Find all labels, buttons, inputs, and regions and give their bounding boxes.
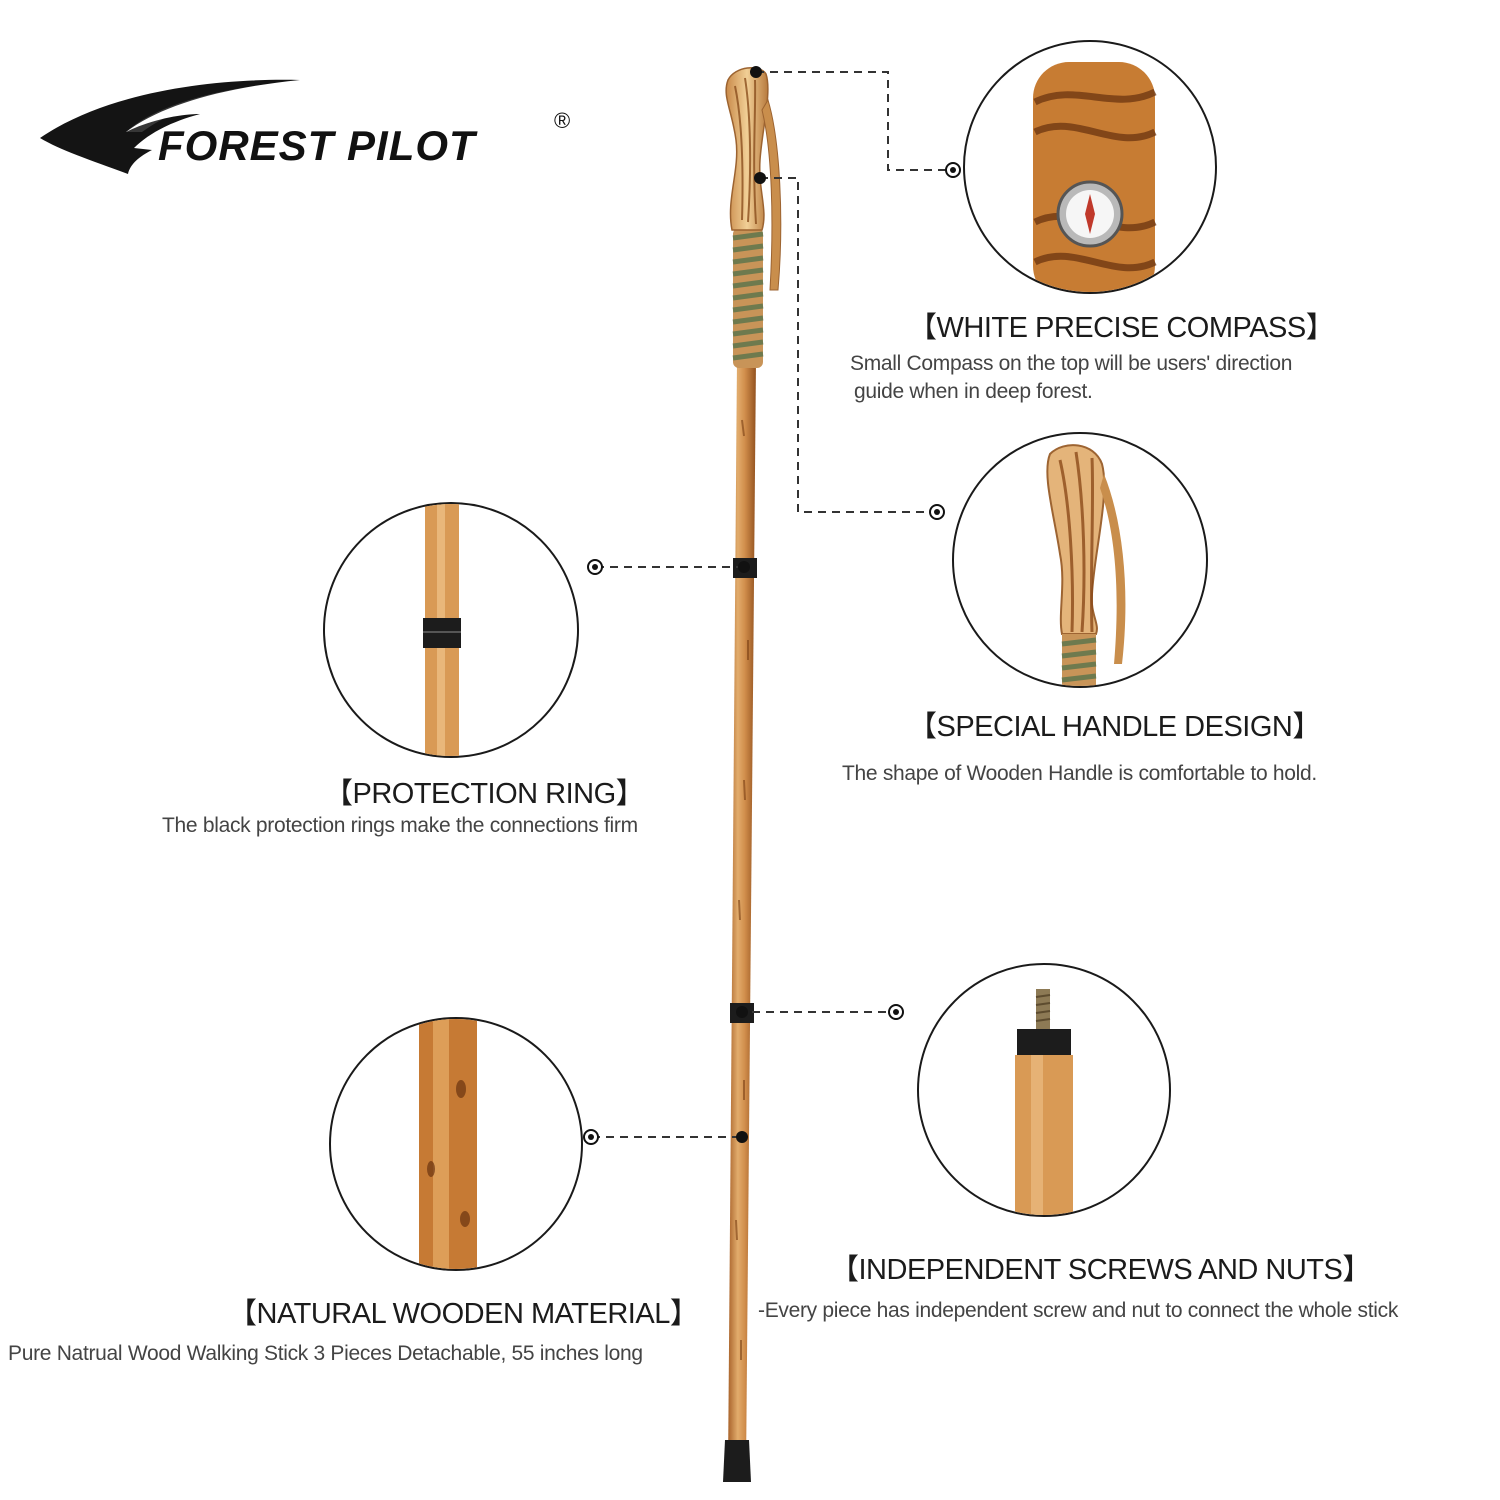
handle-title: 【SPECIAL HANDLE DESIGN】	[908, 711, 1321, 743]
callout-dot-handle-origin	[754, 172, 766, 184]
handle-desc: The shape of Wooden Handle is comfortabl…	[842, 762, 1317, 785]
protection-ring-closeup-image	[323, 502, 579, 758]
brand-name: FOREST PILOT	[158, 122, 476, 169]
compass-closeup-image	[963, 40, 1217, 294]
callout-dot-ring-origin	[738, 561, 750, 573]
swoosh-logo-icon	[40, 79, 300, 174]
ring-title: 【PROTECTION RING】	[324, 778, 645, 810]
material-title: 【NATURAL WOODEN MATERIAL】	[228, 1298, 699, 1330]
screw-closeup-image	[917, 963, 1171, 1217]
ring-desc: The black protection rings make the conn…	[162, 814, 638, 837]
callout-dot-screws-origin	[736, 1006, 748, 1018]
compass-desc-line1: Small Compass on the top will be users' …	[850, 352, 1293, 375]
compass-title: 【WHITE PRECISE COMPASS】	[908, 312, 1335, 344]
material-desc: Pure Natrual Wood Walking Stick 3 Pieces…	[8, 1342, 643, 1365]
handle-closeup-image	[952, 432, 1208, 688]
compass-desc-line2: guide when in deep forest.	[854, 380, 1093, 403]
registered-mark: ®	[554, 108, 571, 133]
callout-dot-material-origin	[736, 1131, 748, 1143]
brand-logo: FOREST PILOT ®	[30, 70, 590, 190]
screws-desc: -Every piece has independent screw and n…	[758, 1299, 1399, 1322]
screws-title: 【INDEPENDENT SCREWS AND NUTS】	[830, 1254, 1371, 1286]
callout-dot-compass-origin	[750, 66, 762, 78]
wood-material-closeup-image	[329, 1017, 583, 1271]
